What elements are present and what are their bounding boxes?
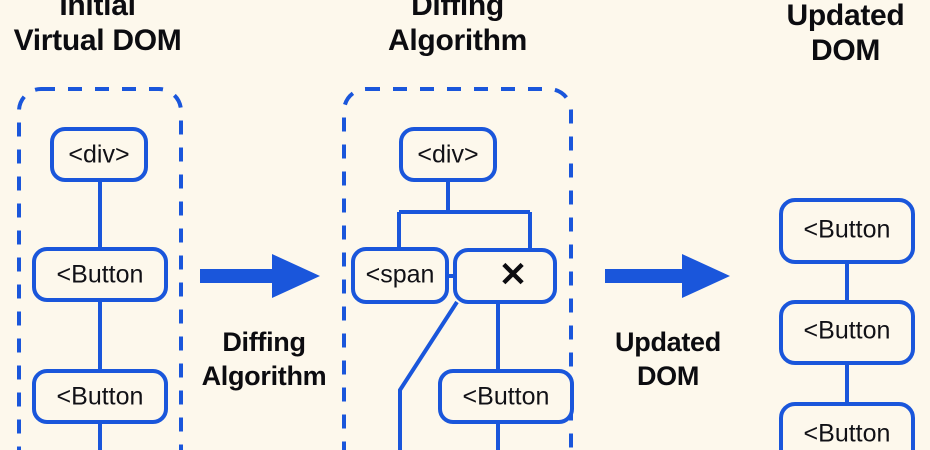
node-right-button-1: <Button xyxy=(779,198,915,264)
node-middle-div-label: <div> xyxy=(417,141,478,169)
delete-x-icon: ✕ xyxy=(499,256,528,294)
node-left-button-1: <Button xyxy=(32,247,168,302)
node-left-div-label: <div> xyxy=(68,141,129,169)
node-right-button-1-label: <Button xyxy=(804,216,891,244)
dashed-container-diffing-algorithm xyxy=(342,87,573,450)
arrow-diffing-algorithm xyxy=(200,254,320,298)
node-left-button-2: <Button xyxy=(32,369,168,424)
title-initial-virtual-dom: Initial Virtual DOM xyxy=(13,0,182,57)
arrow-updated-dom xyxy=(605,254,730,298)
node-left-button-2-label: <Button xyxy=(57,383,144,411)
title-diffing-algorithm: Diffing Algorithm xyxy=(388,0,527,57)
node-middle-button-1-label: <Button xyxy=(463,383,550,411)
title-updated-dom: Updated DOM xyxy=(786,0,905,67)
arrow-label-diffing-algorithm: Diffing Algorithm xyxy=(201,327,327,391)
node-middle-span-label: <span xyxy=(366,261,435,289)
node-middle-span: <span xyxy=(351,247,449,304)
node-middle-button-1: <Button xyxy=(438,369,574,424)
node-middle-deleted-marker: ✕ xyxy=(453,248,557,304)
node-left-div: <div> xyxy=(50,127,148,182)
dashed-container-initial-virtual-dom xyxy=(17,87,183,450)
node-right-button-2-label: <Button xyxy=(804,317,891,345)
node-right-button-2: <Button xyxy=(779,300,915,365)
node-right-button-3: <Button xyxy=(779,402,915,450)
arrow-label-updated-dom: Updated DOM xyxy=(615,327,721,391)
node-right-button-3-label: <Button xyxy=(804,420,891,448)
node-middle-div: <div> xyxy=(399,127,497,182)
node-left-button-1-label: <Button xyxy=(57,261,144,289)
